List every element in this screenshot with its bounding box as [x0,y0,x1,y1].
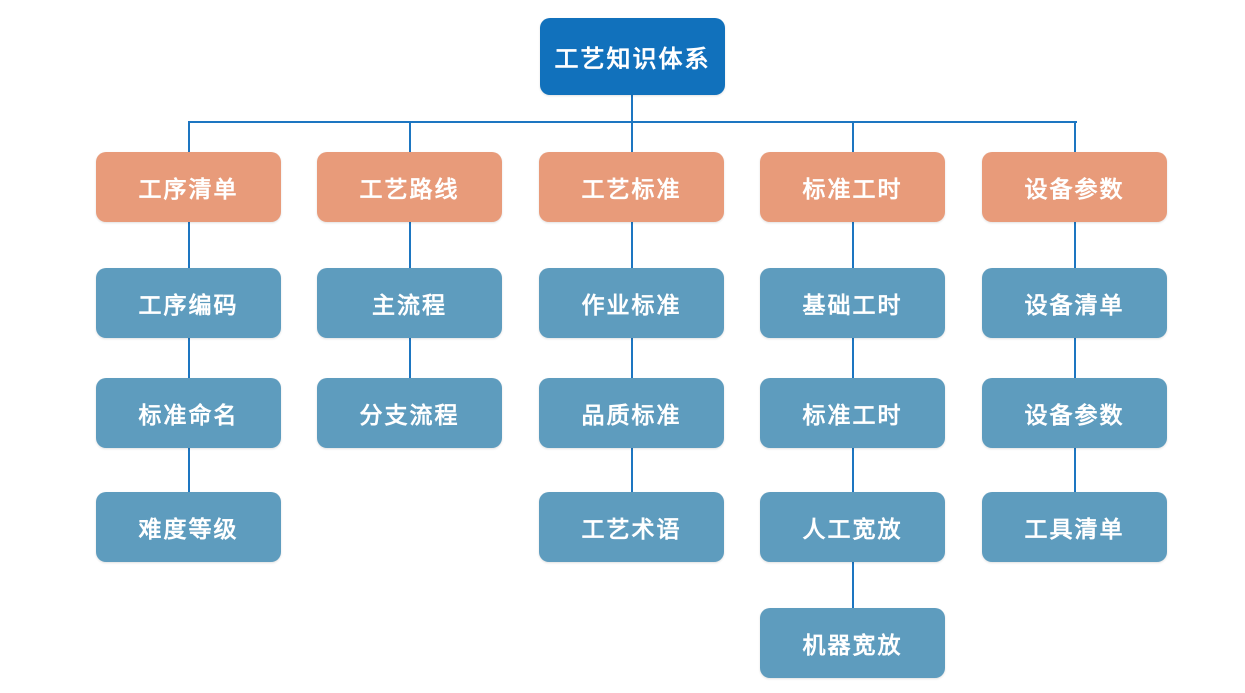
node-process-list: 工序清单 [96,152,281,222]
node-standard-naming: 标准命名 [96,378,281,448]
node-difficulty-level: 难度等级 [96,492,281,562]
node-equipment-params: 设备参数 [982,152,1167,222]
connector-col5-seg1 [1074,222,1076,268]
connector-drop-col4 [852,121,854,152]
node-quality-standard: 品质标准 [539,378,724,448]
node-equipment-list: 设备清单 [982,268,1167,338]
node-main-flow: 主流程 [317,268,502,338]
connector-col1-seg2 [188,338,190,378]
node-process-knowledge-system: 工艺知识体系 [540,18,725,95]
node-process-route: 工艺路线 [317,152,502,222]
connector-col2-seg1 [409,222,411,268]
connector-col1-seg3 [188,448,190,492]
node-operation-standard: 作业标准 [539,268,724,338]
connector-col5-seg2 [1074,338,1076,378]
connector-col1-seg1 [188,222,190,268]
node-process-standard: 工艺标准 [539,152,724,222]
node-manual-allowance: 人工宽放 [760,492,945,562]
node-process-terminology: 工艺术语 [539,492,724,562]
connector-col4-seg3 [852,448,854,492]
node-standard-hours: 标准工时 [760,152,945,222]
node-equipment-params-child: 设备参数 [982,378,1167,448]
connector-drop-col5 [1074,121,1076,152]
connector-drop-col1 [188,121,190,152]
connector-col3-seg3 [631,448,633,492]
connector-col3-seg1 [631,222,633,268]
connector-col4-seg2 [852,338,854,378]
connector-col5-seg3 [1074,448,1076,492]
connector-col2-seg2 [409,338,411,378]
node-machine-allowance: 机器宽放 [760,608,945,678]
connector-col3-seg2 [631,338,633,378]
connector-drop-col2 [409,121,411,152]
node-branch-flow: 分支流程 [317,378,502,448]
node-basic-hours: 基础工时 [760,268,945,338]
connector-col4-seg4 [852,562,854,608]
node-tool-list: 工具清单 [982,492,1167,562]
node-standard-hours-child: 标准工时 [760,378,945,448]
node-process-code: 工序编码 [96,268,281,338]
connector-root-trunk [631,95,633,121]
connector-drop-col3 [631,121,633,152]
connector-col4-seg1 [852,222,854,268]
